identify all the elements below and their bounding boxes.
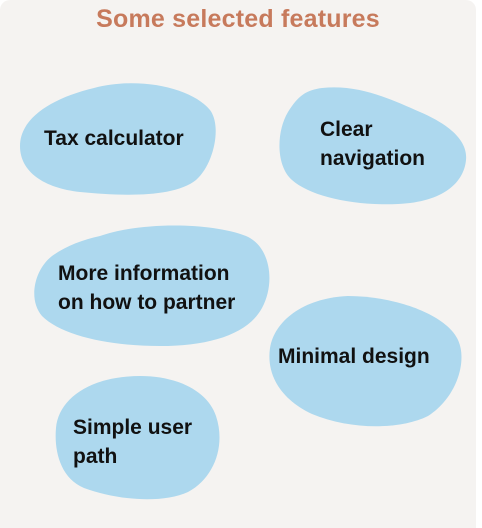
blob-tax-calculator [20,83,216,195]
feature-label-clear-navigation: Clear navigation [320,115,425,173]
feature-line: on how to partner [58,291,236,314]
feature-label-minimal-design: Minimal design [278,342,430,371]
feature-label-simple-user-path: Simple user path [73,413,192,471]
feature-label-partner-info: More information on how to partner [58,259,235,317]
blob-simple-user-path [55,375,220,500]
feature-line: Clear [320,118,373,141]
page-title: Some selected features [96,5,380,33]
feature-line: Minimal design [278,345,430,368]
feature-line: More information [58,262,230,285]
blob-minimal-design [269,296,462,427]
blob-clear-navigation [279,87,467,205]
feature-line: path [73,445,118,468]
feature-line: Simple user [73,416,193,439]
feature-line: Tax calculator [44,127,184,150]
feature-label-tax-calculator: Tax calculator [44,124,184,153]
blob-partner-info [34,225,270,346]
feature-line: navigation [320,147,426,170]
